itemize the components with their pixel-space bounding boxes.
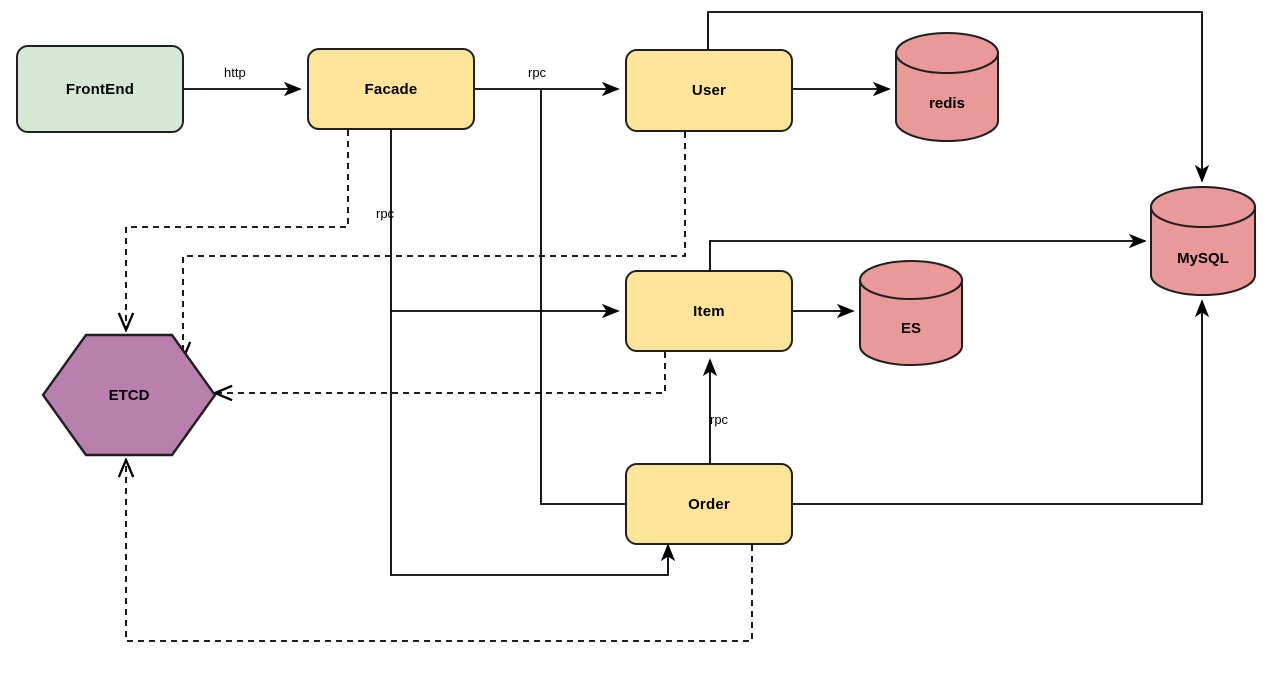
node-user-label: User [691, 82, 727, 99]
mysql-cylinder-top [1150, 186, 1256, 228]
node-facade[interactable]: Facade [307, 48, 475, 130]
node-order-label: Order [688, 495, 730, 513]
edge-item-mysql [709, 233, 1147, 270]
node-frontend[interactable]: FrontEnd [16, 45, 184, 133]
mysql-cylinder-body [1150, 206, 1256, 296]
redis-cylinder-body [895, 52, 999, 142]
edge-label-rpc-order-item: rpc [710, 412, 729, 427]
node-es[interactable]: ES [857, 258, 965, 368]
edge-facade-item [390, 130, 620, 319]
node-redis[interactable]: redis [893, 31, 1001, 143]
edge-user-etcd [183, 132, 686, 359]
etcd-hexagon-shape [41, 333, 217, 457]
es-cylinder-body [859, 279, 963, 366]
edge-order-etcd [126, 460, 753, 642]
edge-label-rpc-facade-user: rpc [528, 65, 547, 80]
edge-user-mysql [707, 11, 1210, 183]
edge-item-etcd [215, 352, 666, 393]
edge-facade-order [390, 311, 676, 576]
node-frontend-label: FrontEnd [65, 80, 135, 98]
node-item[interactable]: Item [625, 270, 793, 352]
redis-cylinder-top [895, 32, 999, 74]
node-mysql[interactable]: MySQL [1148, 184, 1258, 298]
edge-facade-etcd [126, 130, 349, 330]
edge-label-http: http [224, 65, 246, 80]
node-order[interactable]: Order [625, 463, 793, 545]
edge-order-facade [540, 89, 625, 505]
node-user[interactable]: User [625, 49, 793, 132]
edge-label-rpc-facade-item: rpc [376, 206, 395, 221]
node-item-label: Item [693, 302, 725, 320]
node-etcd[interactable]: ETCD [41, 333, 217, 457]
edge-order-mysql [793, 299, 1210, 505]
node-facade-label: Facade [364, 80, 418, 98]
es-cylinder-top [859, 260, 963, 300]
